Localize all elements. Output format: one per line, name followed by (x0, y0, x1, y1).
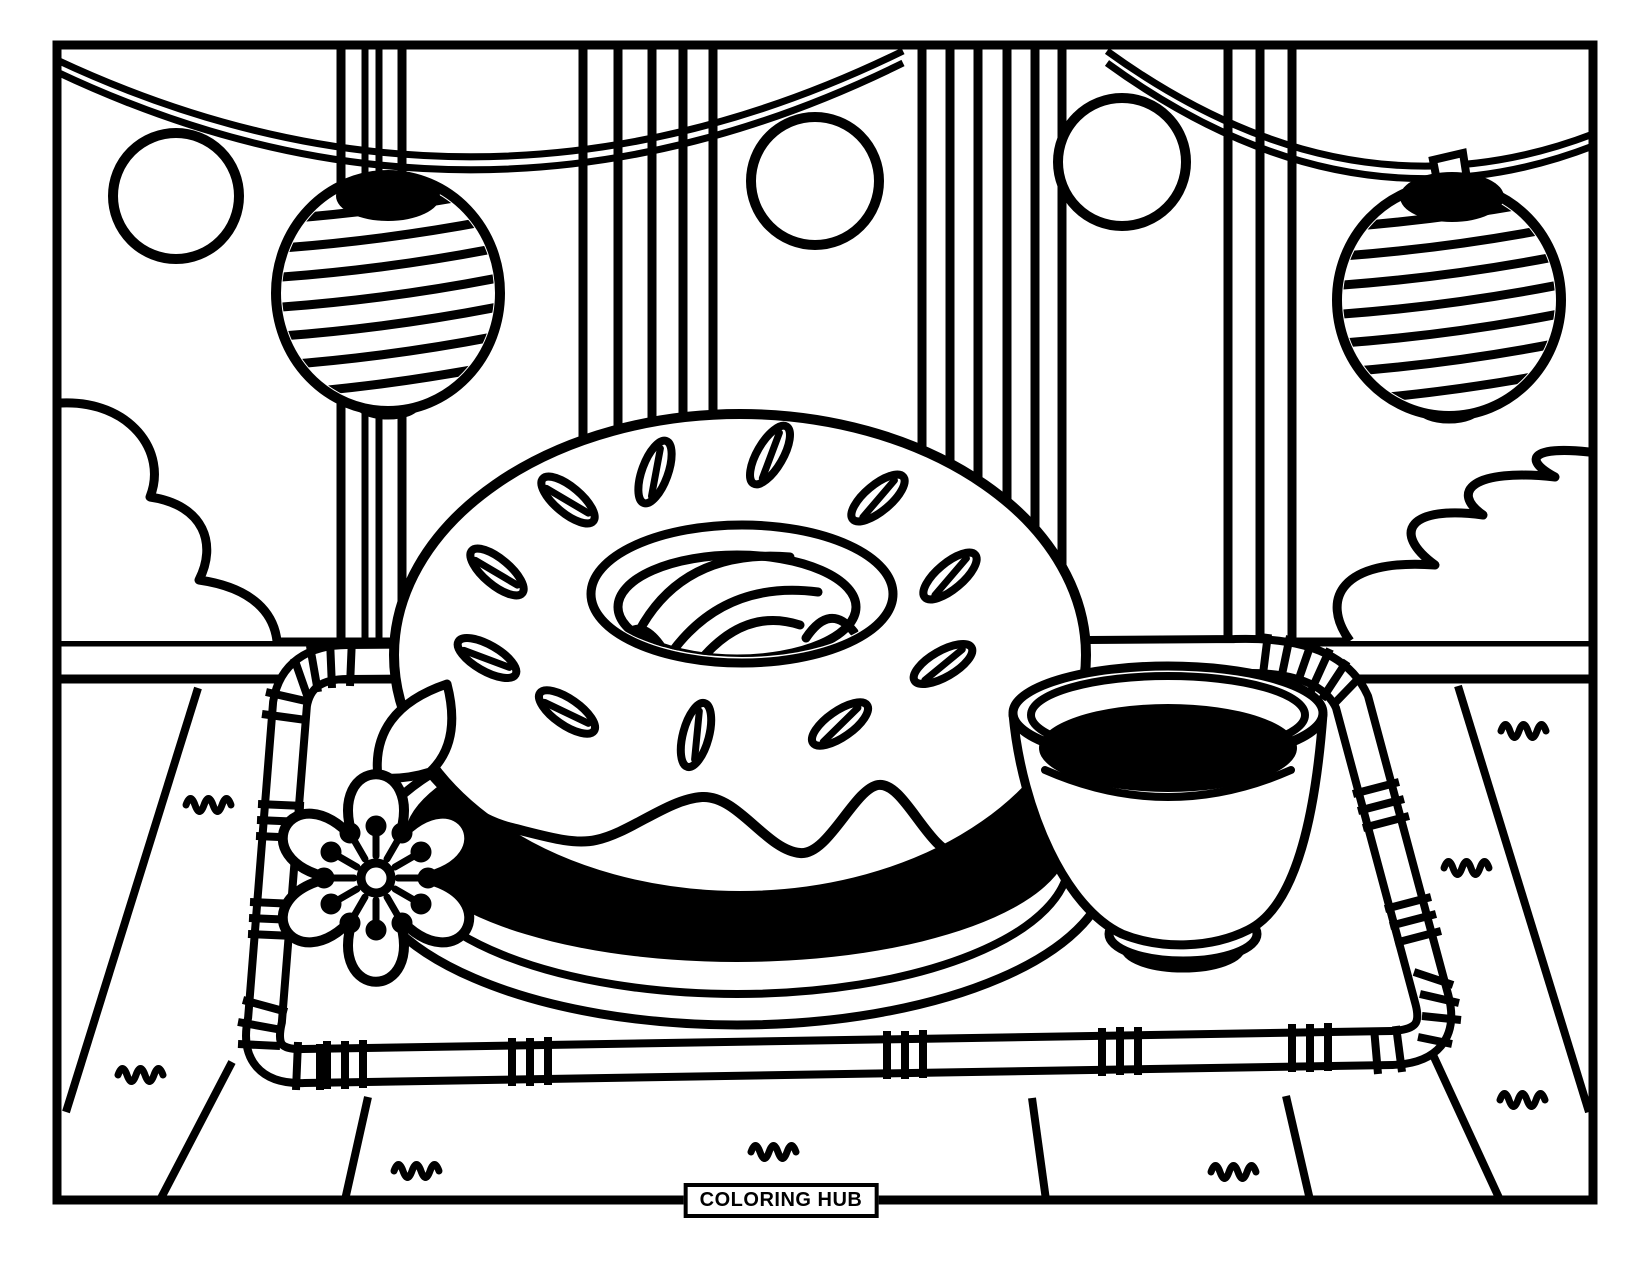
balloon-icon (1053, 93, 1191, 231)
floor-plank-lines (62, 684, 1593, 1202)
string-lights-left (55, 47, 905, 174)
bush-left (60, 398, 282, 642)
balloon-icon (746, 112, 884, 250)
balloon-lights (108, 93, 1191, 264)
paper-lantern-left (271, 170, 505, 420)
lantern-cap (1400, 172, 1504, 222)
donut-icing-wave (412, 750, 1002, 861)
cherry-blossom-flower (277, 769, 475, 987)
string-lights-right (1104, 48, 1595, 183)
donut (389, 409, 1091, 901)
footer-brand-box: COLORING HUB (683, 1183, 879, 1218)
lantern-cap (336, 171, 440, 221)
cup-inner-wall-line (1041, 766, 1295, 801)
flower-center (356, 858, 396, 898)
balloon-icon (108, 128, 244, 264)
leaf (372, 679, 457, 783)
bush-right (1332, 445, 1590, 644)
footer-brand-label: COLORING HUB (699, 1189, 863, 1211)
donut-hole-swirl (613, 550, 861, 657)
paper-lantern-right (1332, 148, 1566, 424)
tea-cup (1008, 661, 1328, 973)
tea-surface (1039, 704, 1297, 792)
flower-stamens (313, 815, 439, 941)
